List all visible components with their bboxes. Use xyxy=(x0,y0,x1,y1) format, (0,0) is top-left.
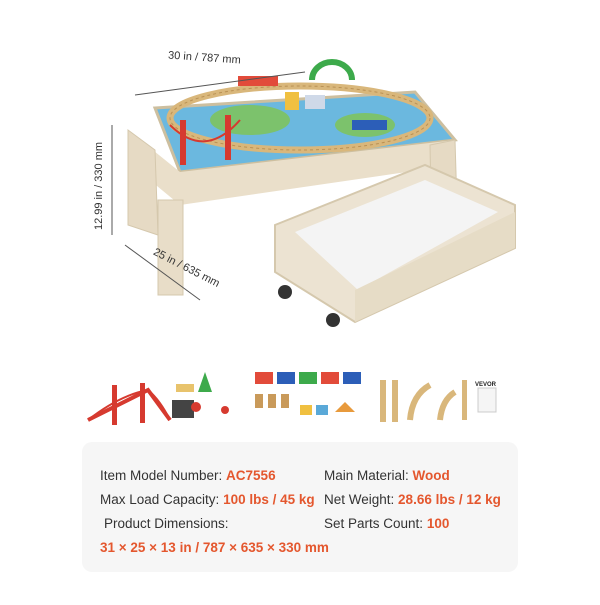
spec-parts-label: Set Parts Count: xyxy=(324,516,427,531)
tunnel-piece xyxy=(172,400,194,418)
green-arch xyxy=(309,59,355,81)
manual-booklet xyxy=(477,387,497,413)
spec-load-label: Max Load Capacity: xyxy=(100,492,224,507)
spec-parts-value: 100 xyxy=(426,516,450,531)
spec-model-label: Item Model Number: xyxy=(100,468,227,483)
train-car xyxy=(255,372,273,384)
sign-piece xyxy=(191,402,201,412)
table-leg-front-left xyxy=(157,199,184,296)
drawer-interior xyxy=(295,180,498,290)
building xyxy=(285,92,299,110)
train-top xyxy=(238,76,278,86)
grass-area xyxy=(210,105,290,135)
spec-weight-value: 28.66 lbs / 12 kg xyxy=(398,492,501,507)
specs-panel: Item Model Number: AC7556 Main Material:… xyxy=(82,442,518,572)
spec-material: Main Material: Wood xyxy=(324,468,450,483)
spec-model: Item Model Number: AC7556 xyxy=(100,468,276,483)
track-piece xyxy=(380,380,386,422)
train-right xyxy=(352,120,387,130)
parts-row xyxy=(87,372,497,425)
spec-model-value: AC7556 xyxy=(226,468,276,483)
spec-load-value: 100 lbs / 45 kg xyxy=(223,492,315,507)
caster-wheel xyxy=(278,285,292,299)
spec-dimensions-label: Product Dimensions: xyxy=(104,516,229,531)
spec-load: Max Load Capacity: 100 lbs / 45 kg xyxy=(100,492,315,507)
spec-dimensions: Product Dimensions: xyxy=(104,516,229,531)
spec-weight: Net Weight: 28.66 lbs / 12 kg xyxy=(324,492,501,507)
spec-material-label: Main Material: xyxy=(324,468,413,483)
height-dimension-label: 12.99 in / 330 mm xyxy=(93,141,106,231)
spec-parts: Set Parts Count: 100 xyxy=(324,516,449,531)
spec-material-value: Wood xyxy=(412,468,450,483)
spec-weight-label: Net Weight: xyxy=(324,492,399,507)
table-leg-left xyxy=(127,129,159,236)
depth-dimension-line xyxy=(124,244,201,301)
bridge-tower xyxy=(180,120,186,165)
tree-piece xyxy=(198,372,212,392)
figure-piece xyxy=(255,394,263,408)
width-dimension-line xyxy=(134,71,306,96)
table-frame xyxy=(128,130,455,205)
spec-dimensions-value: 31 × 25 × 13 in / 787 × 635 × 330 mm xyxy=(100,540,329,555)
brand-mark: VEVOR xyxy=(475,382,497,388)
